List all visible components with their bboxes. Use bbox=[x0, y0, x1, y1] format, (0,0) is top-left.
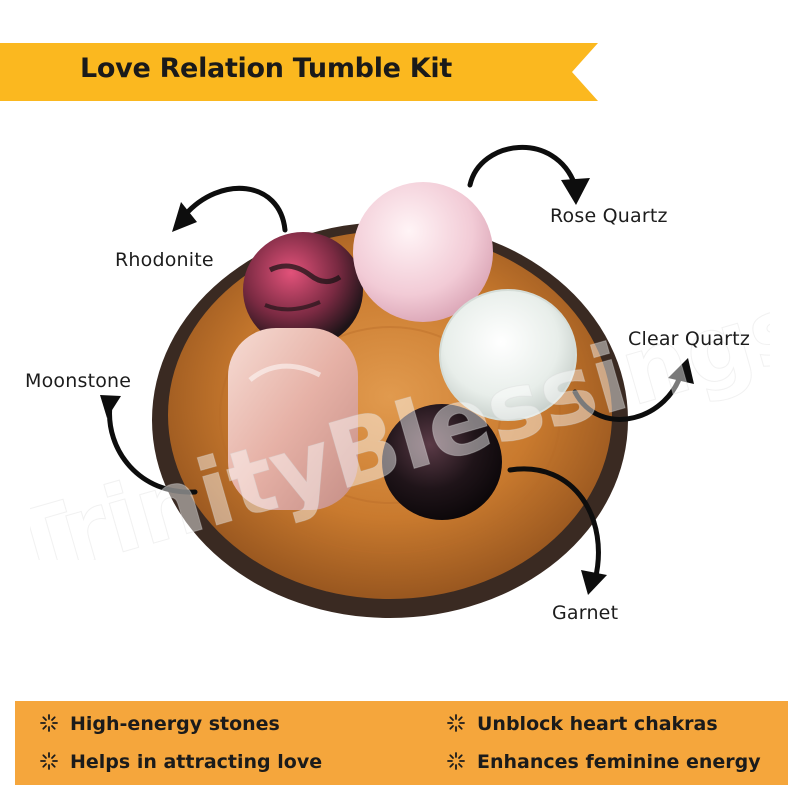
curved-arrow-icon bbox=[107, 145, 685, 583]
svg-text:TrinityBlessings: TrinityBlessings bbox=[30, 273, 770, 560]
benefit-text: Enhances feminine energy bbox=[477, 751, 761, 773]
benefit-text: Unblock heart chakras bbox=[477, 713, 718, 735]
sparkle-burst-icon bbox=[40, 752, 58, 770]
label-garnet: Garnet bbox=[552, 602, 619, 624]
benefit-item: High-energy stones bbox=[40, 713, 280, 735]
benefit-item: Unblock heart chakras bbox=[447, 713, 718, 735]
title-banner: Love Relation Tumble Kit bbox=[0, 43, 600, 101]
product-scene bbox=[100, 145, 694, 618]
label-clear-quartz: Clear Quartz bbox=[628, 328, 751, 350]
benefit-item: Enhances feminine energy bbox=[447, 751, 761, 773]
benefit-text: Helps in attracting love bbox=[70, 751, 323, 773]
garnet-stone bbox=[382, 404, 502, 520]
label-rhodonite: Rhodonite bbox=[115, 249, 214, 271]
sparkle-burst-icon bbox=[447, 752, 465, 770]
label-rose-quartz: Rose Quartz bbox=[550, 205, 668, 227]
label-moonstone: Moonstone bbox=[25, 370, 132, 392]
page-title: Love Relation Tumble Kit bbox=[80, 53, 452, 84]
rhodonite-stone bbox=[243, 232, 363, 348]
benefit-item: Helps in attracting love bbox=[40, 751, 322, 773]
clear-quartz-stone bbox=[439, 289, 577, 421]
rose-quartz-stone bbox=[353, 182, 493, 322]
watermark: TrinityBlessings bbox=[30, 272, 770, 560]
sparkle-burst-icon bbox=[447, 714, 465, 732]
sparkle-burst-icon bbox=[40, 714, 58, 732]
benefit-text: High-energy stones bbox=[70, 713, 280, 735]
benefits-panel: High-energy stones Unblock heart chakras… bbox=[15, 701, 788, 785]
